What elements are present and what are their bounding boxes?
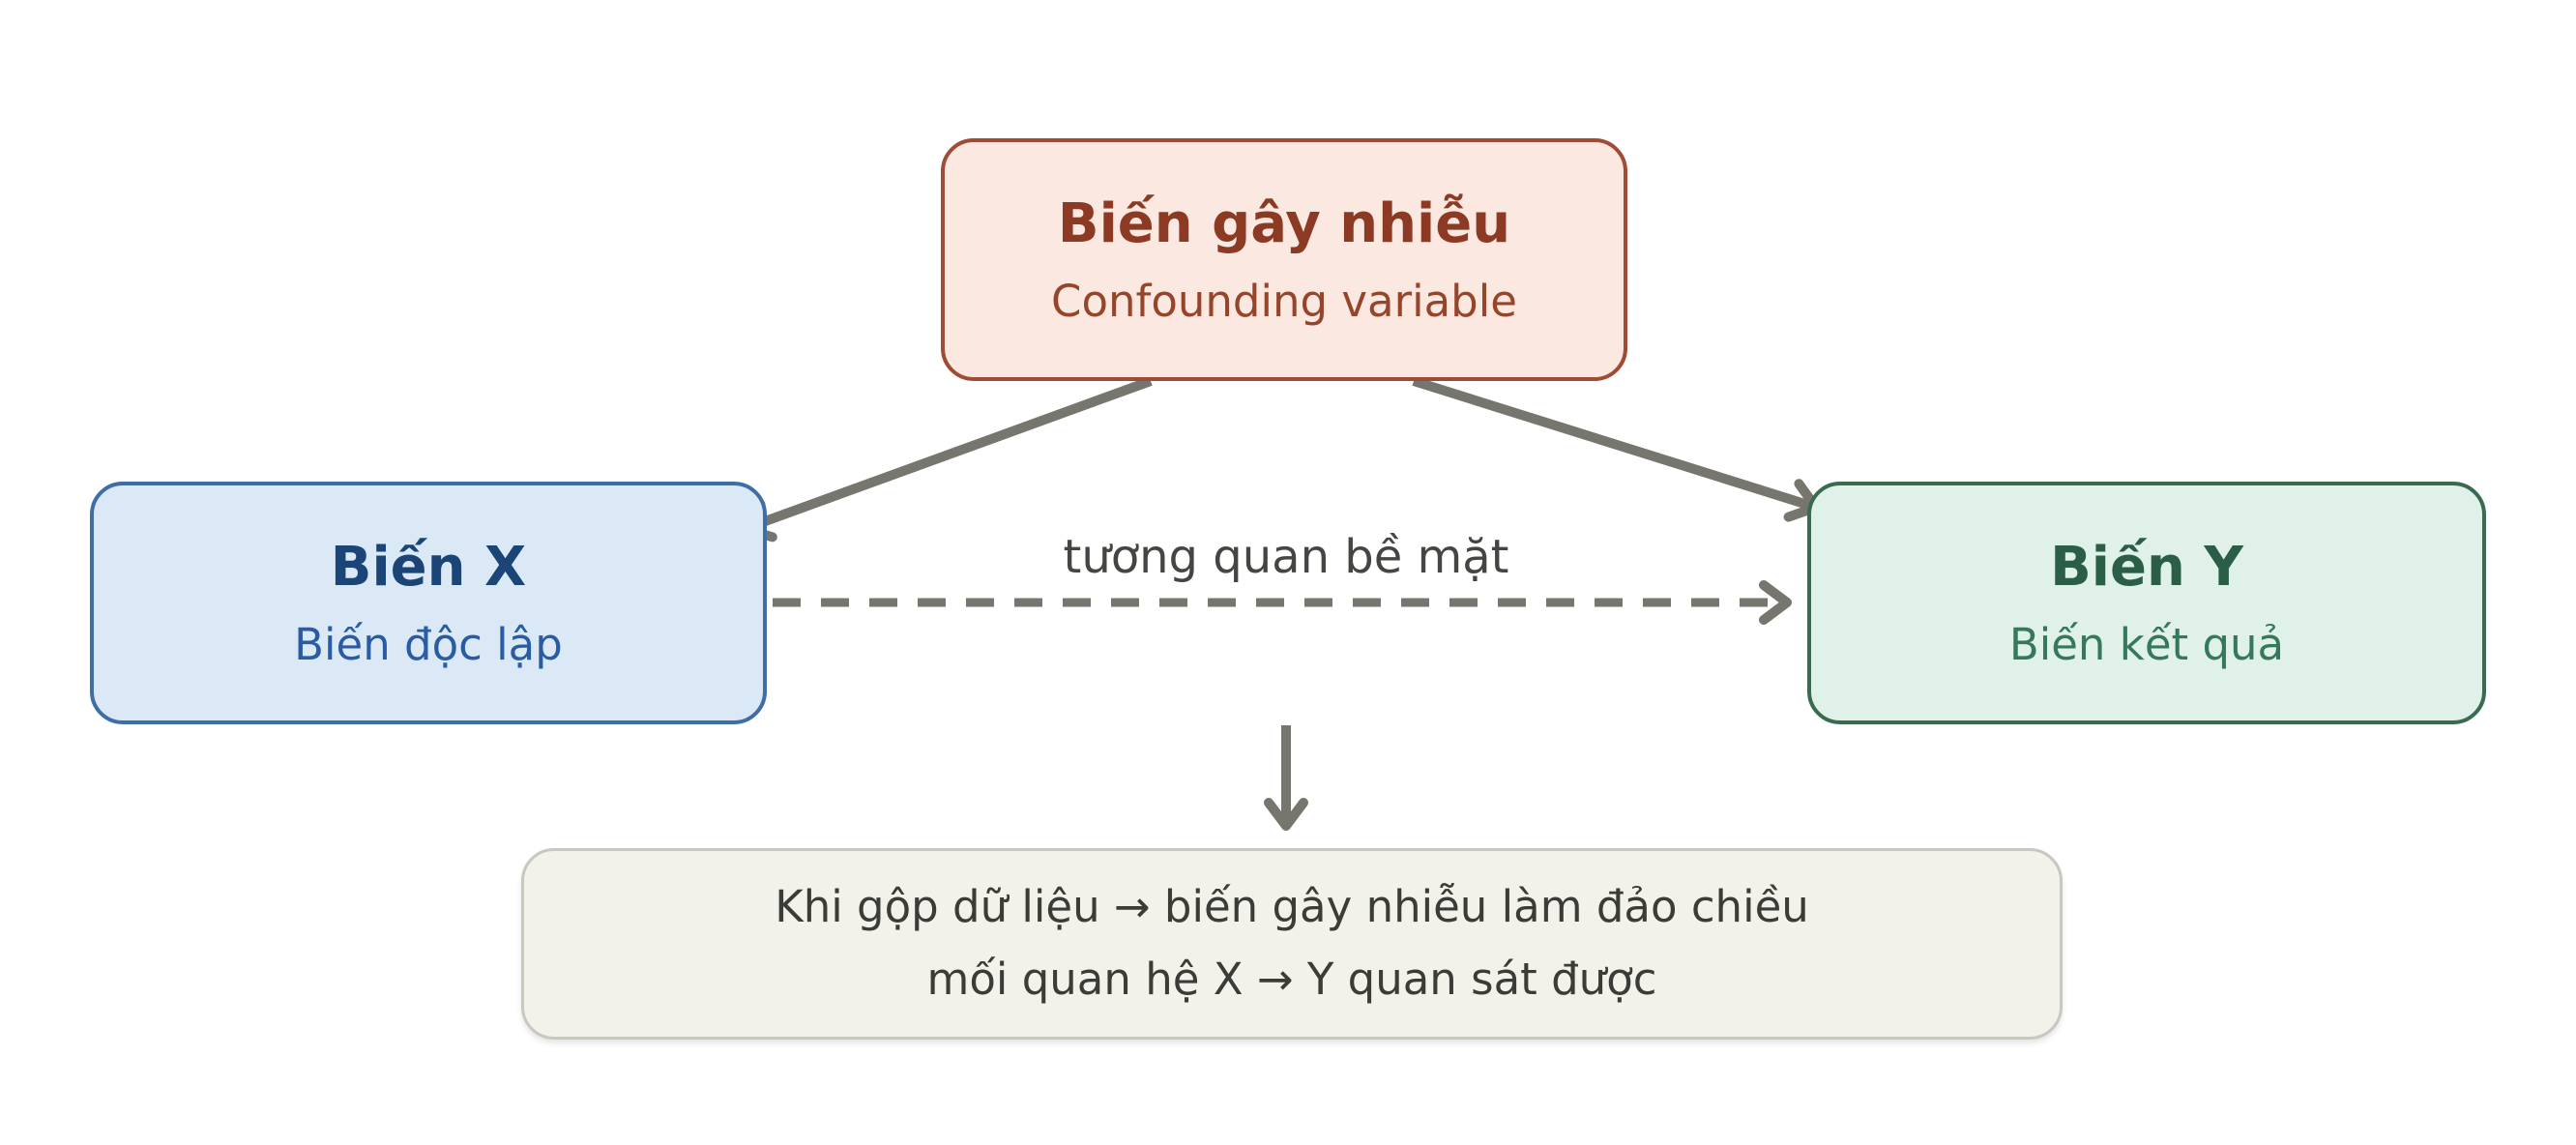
variable-y-title: Biến Y <box>2050 535 2243 599</box>
confounder-subtitle: Confounding variable <box>1051 275 1517 327</box>
confounder-to-x-arrow <box>740 376 1153 543</box>
confounder-node: Biến gây nhiễu Confounding variable <box>941 138 1627 381</box>
variable-x-node: Biến X Biến độc lập <box>90 482 767 724</box>
note-line-1: Khi gộp dữ liệu → biến gây nhiễu làm đảo… <box>775 881 1809 933</box>
confounder-to-y-arrow <box>1412 376 1821 522</box>
variable-y-node: Biến Y Biến kết quả <box>1807 482 2486 724</box>
note-box: Khi gộp dữ liệu → biến gây nhiễu làm đảo… <box>521 848 2063 1040</box>
spurious-correlation-label: tương quan bề mặt <box>1063 530 1509 584</box>
variable-y-subtitle: Biến kết quả <box>2008 618 2285 670</box>
confounder-title: Biến gây nhiễu <box>1057 191 1511 255</box>
variable-x-subtitle: Biến độc lập <box>294 618 563 670</box>
variable-x-title: Biến X <box>330 535 527 599</box>
note-line-2: mối quan hệ X → Y quan sát được <box>926 954 1657 1005</box>
